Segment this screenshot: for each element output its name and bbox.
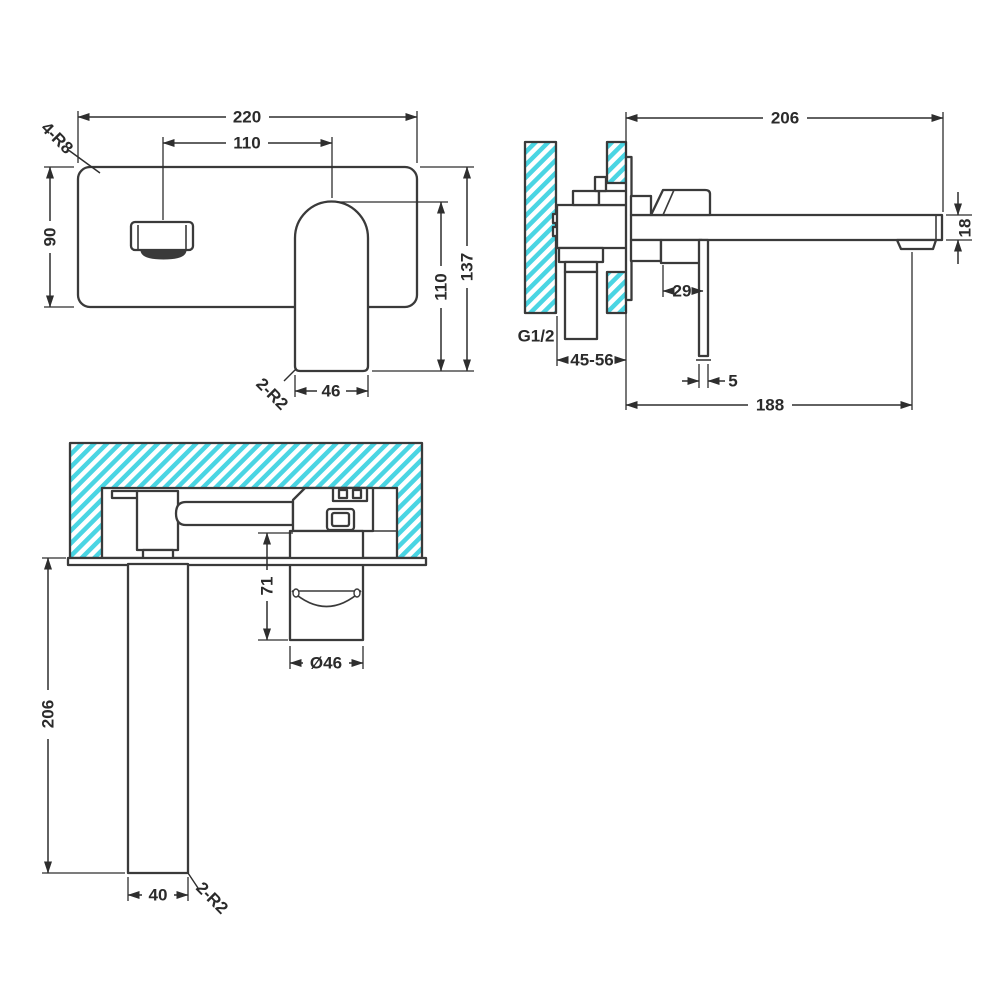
aerator-front xyxy=(140,249,187,260)
dim-label-spout-height: 18 xyxy=(956,219,975,238)
dim-handle-width: 46 xyxy=(294,375,369,401)
handle-base-side xyxy=(629,188,712,217)
valve-body-plan xyxy=(110,486,397,561)
dim-spout-drop: 206 xyxy=(39,557,125,874)
lever-detail-plan xyxy=(291,588,362,608)
valve-collar-side xyxy=(629,238,704,265)
handle-lever-side xyxy=(696,238,711,361)
side-view: 206 18 29 G1/2 45-56 xyxy=(518,109,975,415)
aerator-side xyxy=(895,238,938,251)
dim-handle-height: 110 xyxy=(337,201,474,372)
dim-spout-to-handle: 110 xyxy=(162,134,333,220)
escutcheon-plan xyxy=(66,556,428,567)
wall-section-right-top xyxy=(605,140,628,185)
dim-label-handle-width: 46 xyxy=(322,382,341,401)
dim-label-spout-to-handle: 110 xyxy=(233,134,260,153)
handle-front xyxy=(293,200,370,373)
inlet-pipe xyxy=(563,270,599,341)
dim-spout-width: 40 xyxy=(127,877,189,905)
dim-plate-height: 90 xyxy=(41,166,74,308)
dim-handle-diameter: Ø46 xyxy=(289,646,364,673)
dim-label-handle-body-offset: 29 xyxy=(673,282,692,301)
dim-label-plate-width: 220 xyxy=(233,108,261,127)
dim-lever-reach: 188 xyxy=(625,252,913,415)
plan-view: 71 Ø46 206 40 2-R2 xyxy=(39,441,428,918)
spout-side xyxy=(629,213,944,251)
dim-label-spout-drop: 206 xyxy=(39,700,58,728)
wall-section-left xyxy=(523,140,558,315)
dim-label-plate-height: 90 xyxy=(41,228,60,247)
dim-handle-body-offset: 29 xyxy=(662,265,704,301)
label-inlet-thread: G1/2 xyxy=(518,327,555,346)
dim-lever-thickness: 5 xyxy=(682,364,738,391)
handle-plan xyxy=(288,529,365,642)
wall-section-right-bottom xyxy=(605,270,628,315)
dim-plate-width: 220 xyxy=(77,108,418,163)
dim-label-spout-width: 40 xyxy=(149,886,168,905)
dim-label-lever-reach: 188 xyxy=(756,396,784,415)
dim-label-lever-thickness: 5 xyxy=(728,372,737,391)
dim-handle-length: 71 xyxy=(258,532,293,641)
connecting-tube-plan xyxy=(174,500,295,527)
dim-label-wall-thickness: 45-56 xyxy=(570,351,613,370)
dim-label-overall-height: 137 xyxy=(458,253,477,281)
dim-label-spout-reach: 206 xyxy=(771,109,799,128)
dim-label-inlet-thread: G1/2 xyxy=(518,327,555,346)
dim-label-handle-height: 110 xyxy=(432,273,451,300)
dim-overall-height: 137 xyxy=(420,166,477,372)
dim-spout-height: 18 xyxy=(946,192,975,264)
dim-spout-reach: 206 xyxy=(625,109,944,212)
front-view: 220 110 90 110 xyxy=(37,108,476,414)
spout-tube-plan xyxy=(126,562,190,875)
dim-wall-thickness: 45-56 xyxy=(556,302,627,410)
dim-label-handle-length: 71 xyxy=(258,577,277,596)
dim-label-handle-diameter: Ø46 xyxy=(310,654,342,673)
spout-elbow-plan xyxy=(135,489,180,552)
spout-front xyxy=(129,220,195,260)
